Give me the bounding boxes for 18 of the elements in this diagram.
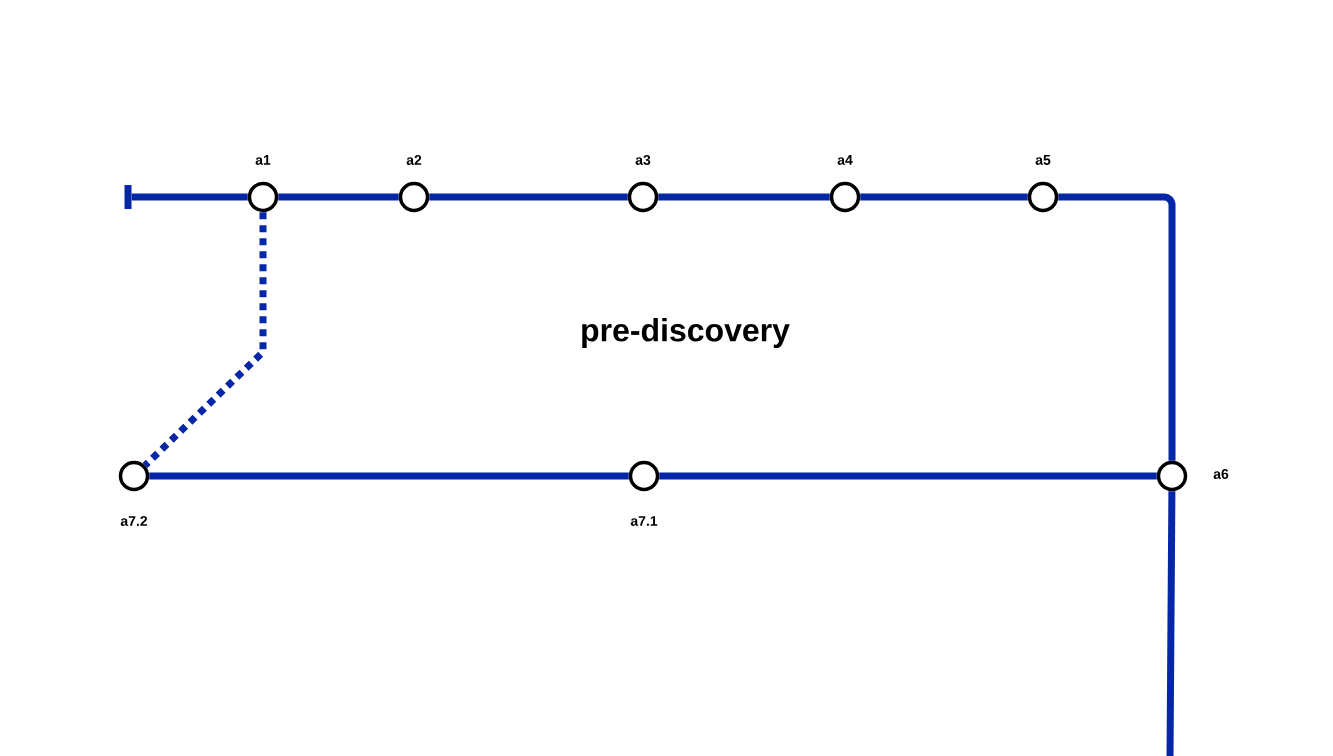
station-circle bbox=[247, 181, 279, 213]
area-label: pre-discovery bbox=[582, 318, 790, 348]
station-circle bbox=[829, 181, 861, 213]
station-circle bbox=[398, 181, 430, 213]
station-circle bbox=[118, 460, 150, 492]
station-label: a3 bbox=[635, 155, 651, 165]
terminus-bar bbox=[124, 185, 132, 209]
station-circle bbox=[1027, 181, 1059, 213]
station-label: a7.2 bbox=[120, 516, 148, 526]
station-circle bbox=[627, 181, 659, 213]
station-circle bbox=[628, 460, 660, 492]
station-label: a4 bbox=[837, 155, 853, 165]
station-label: a5 bbox=[1035, 155, 1051, 165]
station-label: a7.1 bbox=[630, 516, 658, 526]
station-label: a2 bbox=[406, 155, 422, 165]
station-circle bbox=[1156, 460, 1188, 492]
station-label: a1 bbox=[255, 155, 271, 165]
station-label: a6 bbox=[1213, 469, 1229, 479]
